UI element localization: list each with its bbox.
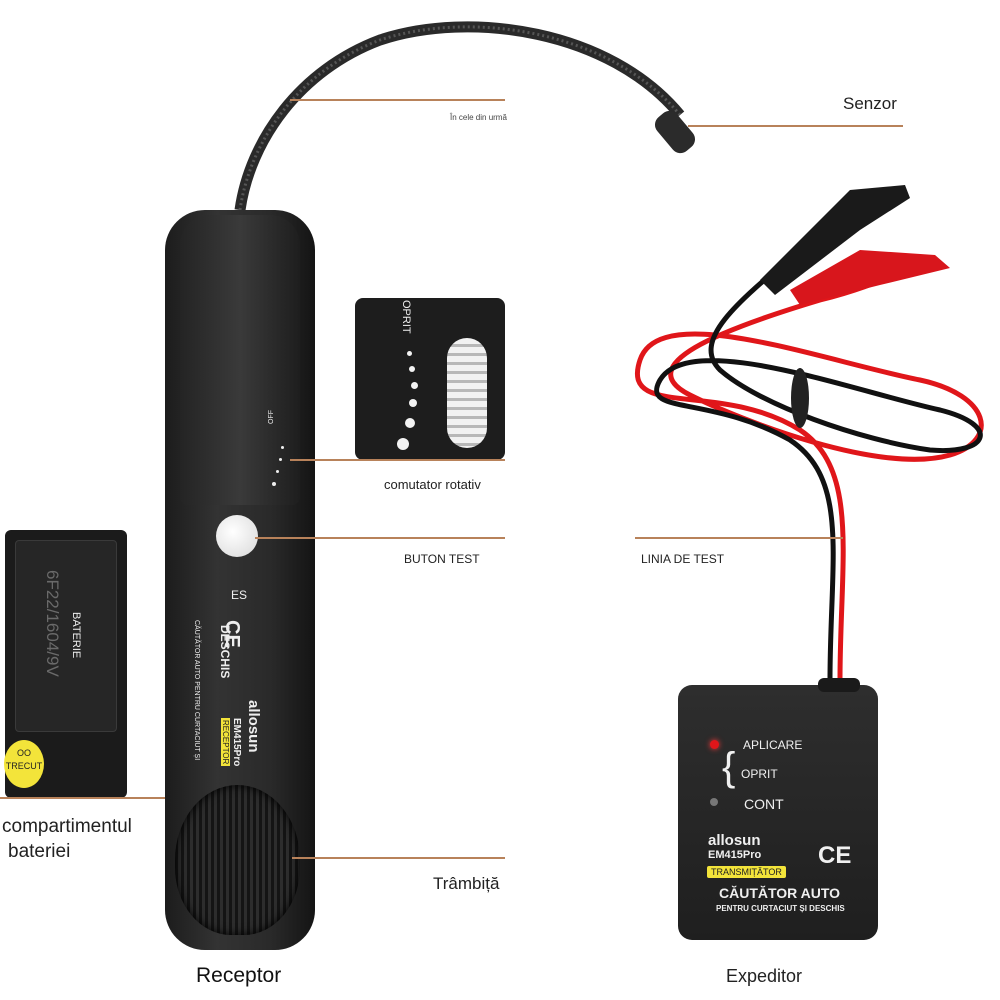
tx-subtitle: PENTRU CURTACIUT ȘI DESCHIS — [716, 904, 845, 913]
battery-spec: 6F22/1604/9V — [43, 570, 62, 677]
caption-comutator-rotativ: comutator rotativ — [384, 477, 481, 492]
sensor-tip — [654, 110, 696, 154]
caption-senzor: Senzor — [843, 94, 897, 113]
leader-line-test-line — [635, 537, 843, 539]
tx-badge: TRANSMIȚĂTOR — [707, 866, 786, 878]
red-alligator-clip — [790, 250, 950, 305]
black-alligator-clip — [760, 185, 910, 295]
caption-trambita: Trâmbiță — [433, 874, 500, 893]
dial-dot — [411, 382, 418, 389]
leader-line-speaker — [292, 857, 505, 859]
leader-line-test-button — [255, 537, 505, 539]
dial-dot — [279, 458, 282, 461]
receiver-head — [180, 215, 300, 505]
battery-label: BATERIE — [70, 612, 82, 659]
tx-model: EM415Pro — [708, 849, 762, 861]
brace-glyph: { — [722, 745, 736, 789]
battery-badge-top: OO — [16, 748, 31, 758]
receiver-speaker-grille — [175, 785, 300, 935]
battery-cover — [15, 540, 117, 732]
receiver-es-label: ES — [231, 588, 248, 602]
rotary-wheel[interactable] — [447, 338, 487, 448]
caption-compartiment-line1: compartimentul — [2, 816, 132, 837]
black-test-wire — [654, 192, 983, 681]
receiver-off-label: OFF — [268, 410, 275, 424]
rotary-switch-inset — [355, 298, 505, 460]
transmitter-cable-boot — [818, 678, 860, 692]
dial-dot — [276, 470, 279, 473]
dial-dot — [397, 438, 409, 450]
battery-badge-bottom: TRECUT — [5, 761, 43, 771]
dial-dot — [407, 351, 412, 356]
caption-receptor: Receptor — [196, 964, 282, 987]
leader-line-sensor — [688, 125, 903, 127]
tx-title: CĂUTĂTOR AUTO — [719, 885, 841, 901]
receiver-ce-mark: CE — [221, 620, 243, 648]
dial-dot — [409, 399, 417, 407]
receiver-brand-logo: allosun — [245, 700, 262, 753]
dial-dot — [281, 446, 284, 449]
test-button[interactable] — [216, 515, 258, 557]
transmitter-device — [678, 685, 878, 940]
leader-line-switch — [290, 459, 505, 461]
tx-mode-oprit: OPRIT — [741, 767, 778, 781]
caption-expeditor: Expeditor — [726, 966, 803, 986]
battery-badge: OO TRECUT — [4, 740, 44, 788]
caption-buton-test: BUTON TEST — [404, 552, 480, 566]
caption-in-cele-din-urma: În cele din urmă — [450, 113, 507, 122]
transmitter-led-grey — [710, 798, 718, 806]
switch-oprit-label: OPRIT — [400, 300, 412, 334]
tx-brand-logo: allosun — [708, 832, 761, 849]
dial-dot — [409, 366, 415, 372]
receiver-subtitle: CĂUTĂTOR AUTO PENTRU CURTACIUT ȘI — [193, 620, 200, 761]
leader-line-battery — [0, 797, 165, 799]
caption-linia-de-test: LINIA DE TEST — [641, 552, 725, 566]
dial-dot — [272, 482, 276, 486]
receiver-badge: RECEPTOR — [221, 718, 230, 767]
tx-mode-cont: CONT — [744, 796, 784, 812]
caption-compartiment-line2: bateriei — [8, 841, 71, 862]
tx-mode-aplicare: APLICARE — [743, 738, 803, 752]
red-test-wire — [635, 259, 984, 681]
tx-ce-mark: CE — [818, 842, 852, 869]
leader-line-probe — [290, 99, 505, 101]
dial-dot — [405, 418, 415, 428]
transmitter-led-red — [710, 740, 719, 749]
receiver-model: EM415Pro — [231, 718, 242, 767]
